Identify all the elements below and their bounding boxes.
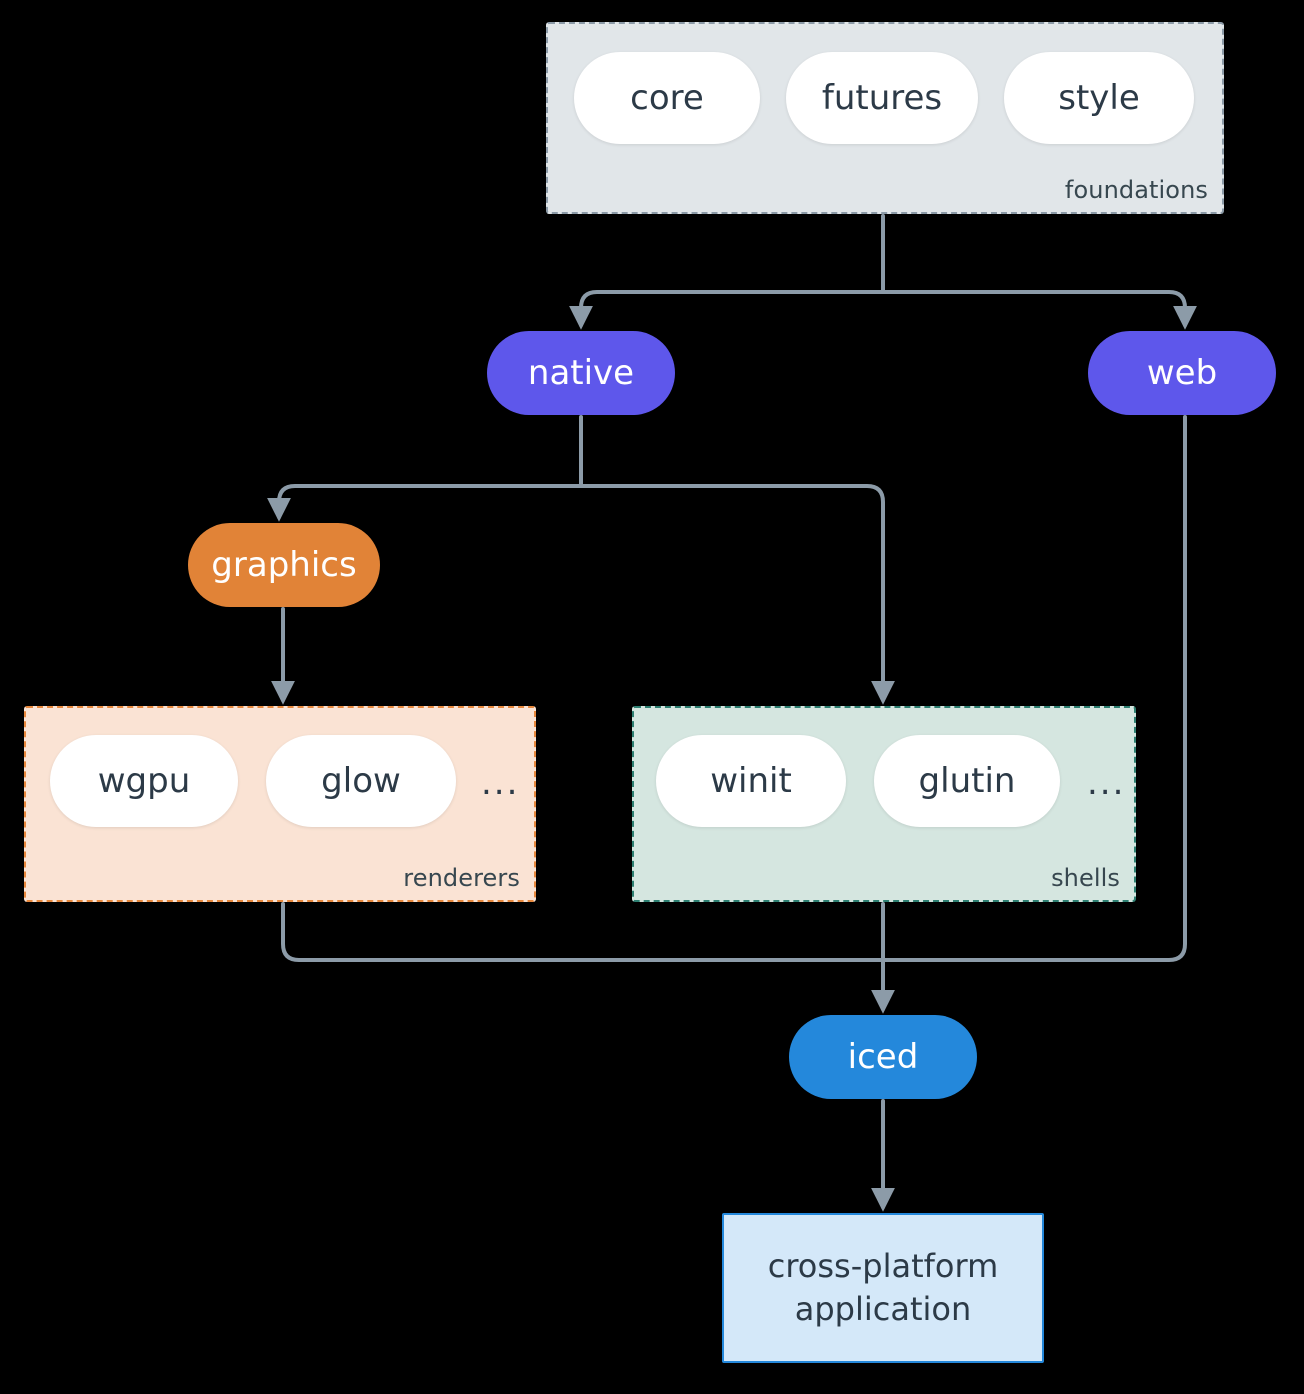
cluster-foundations-label: foundations bbox=[1064, 176, 1208, 204]
leaf-node-winit[interactable]: winit bbox=[656, 735, 846, 827]
application-label-line2: application bbox=[794, 1290, 972, 1328]
edge-renderers-to-iced bbox=[281, 902, 885, 962]
cluster-renderers-label: renderers bbox=[403, 864, 520, 892]
node-cross-platform-application[interactable]: cross-platform application bbox=[722, 1213, 1044, 1363]
cluster-shells-label: shells bbox=[1051, 864, 1120, 892]
node-iced[interactable]: iced bbox=[789, 1015, 977, 1099]
node-web[interactable]: web bbox=[1088, 331, 1276, 415]
node-native[interactable]: native bbox=[487, 331, 675, 415]
leaf-node-glow[interactable]: glow bbox=[266, 735, 456, 827]
node-graphics[interactable]: graphics bbox=[188, 523, 380, 607]
leaf-node-style[interactable]: style bbox=[1004, 52, 1194, 144]
application-label-line1: cross-platform bbox=[767, 1246, 999, 1285]
edge-foundations-to-web bbox=[881, 290, 1197, 330]
shells-ellipsis: ... bbox=[1087, 763, 1126, 803]
leaf-node-core[interactable]: core bbox=[574, 52, 760, 144]
leaf-node-wgpu[interactable]: wgpu bbox=[50, 735, 238, 827]
edge-foundations-to-native bbox=[569, 290, 885, 330]
leaf-node-futures[interactable]: futures bbox=[786, 52, 978, 144]
edge-native-to-graphics bbox=[267, 484, 583, 522]
renderers-ellipsis: ... bbox=[481, 763, 520, 803]
leaf-node-glutin[interactable]: glutin bbox=[874, 735, 1060, 827]
edge-native-to-shells bbox=[579, 484, 895, 705]
